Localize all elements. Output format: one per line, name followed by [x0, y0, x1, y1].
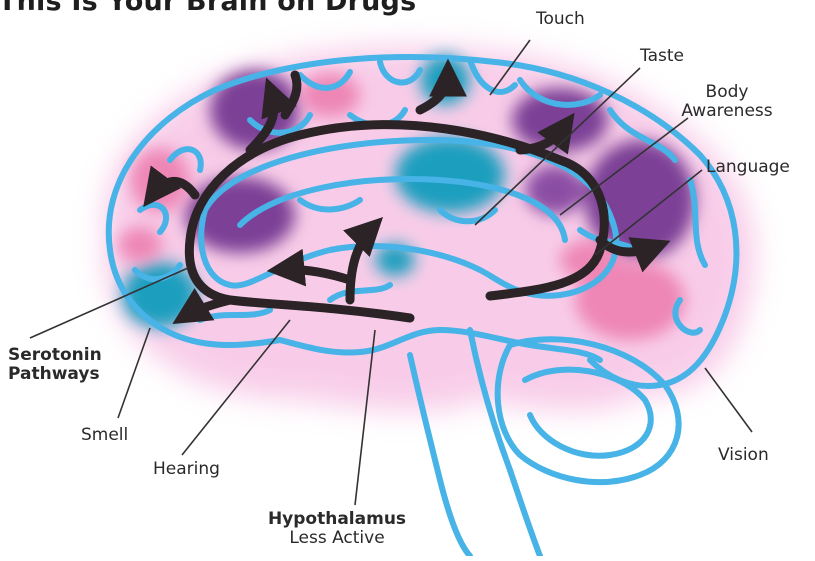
label-body-awareness: Body Awareness: [672, 83, 782, 121]
label-hypothalamus-line2: Less Active: [252, 529, 422, 548]
label-serotonin-line2: Pathways: [8, 365, 102, 384]
label-body-awareness-line1: Body: [672, 83, 782, 102]
label-smell: Smell: [81, 426, 128, 445]
label-hypothalamus: Hypothalamus Less Active: [252, 510, 422, 548]
label-taste: Taste: [640, 47, 684, 66]
page-title: This Is Your Brain on Drugs: [0, 0, 416, 17]
label-vision: Vision: [718, 446, 769, 465]
label-serotonin-line1: Serotonin: [8, 346, 102, 365]
label-body-awareness-line2: Awareness: [672, 102, 782, 121]
label-serotonin-pathways: Serotonin Pathways: [8, 346, 102, 384]
label-language: Language: [706, 158, 790, 177]
label-touch: Touch: [536, 10, 585, 29]
label-hearing: Hearing: [153, 460, 220, 479]
label-hypothalamus-line1: Hypothalamus: [252, 510, 422, 529]
